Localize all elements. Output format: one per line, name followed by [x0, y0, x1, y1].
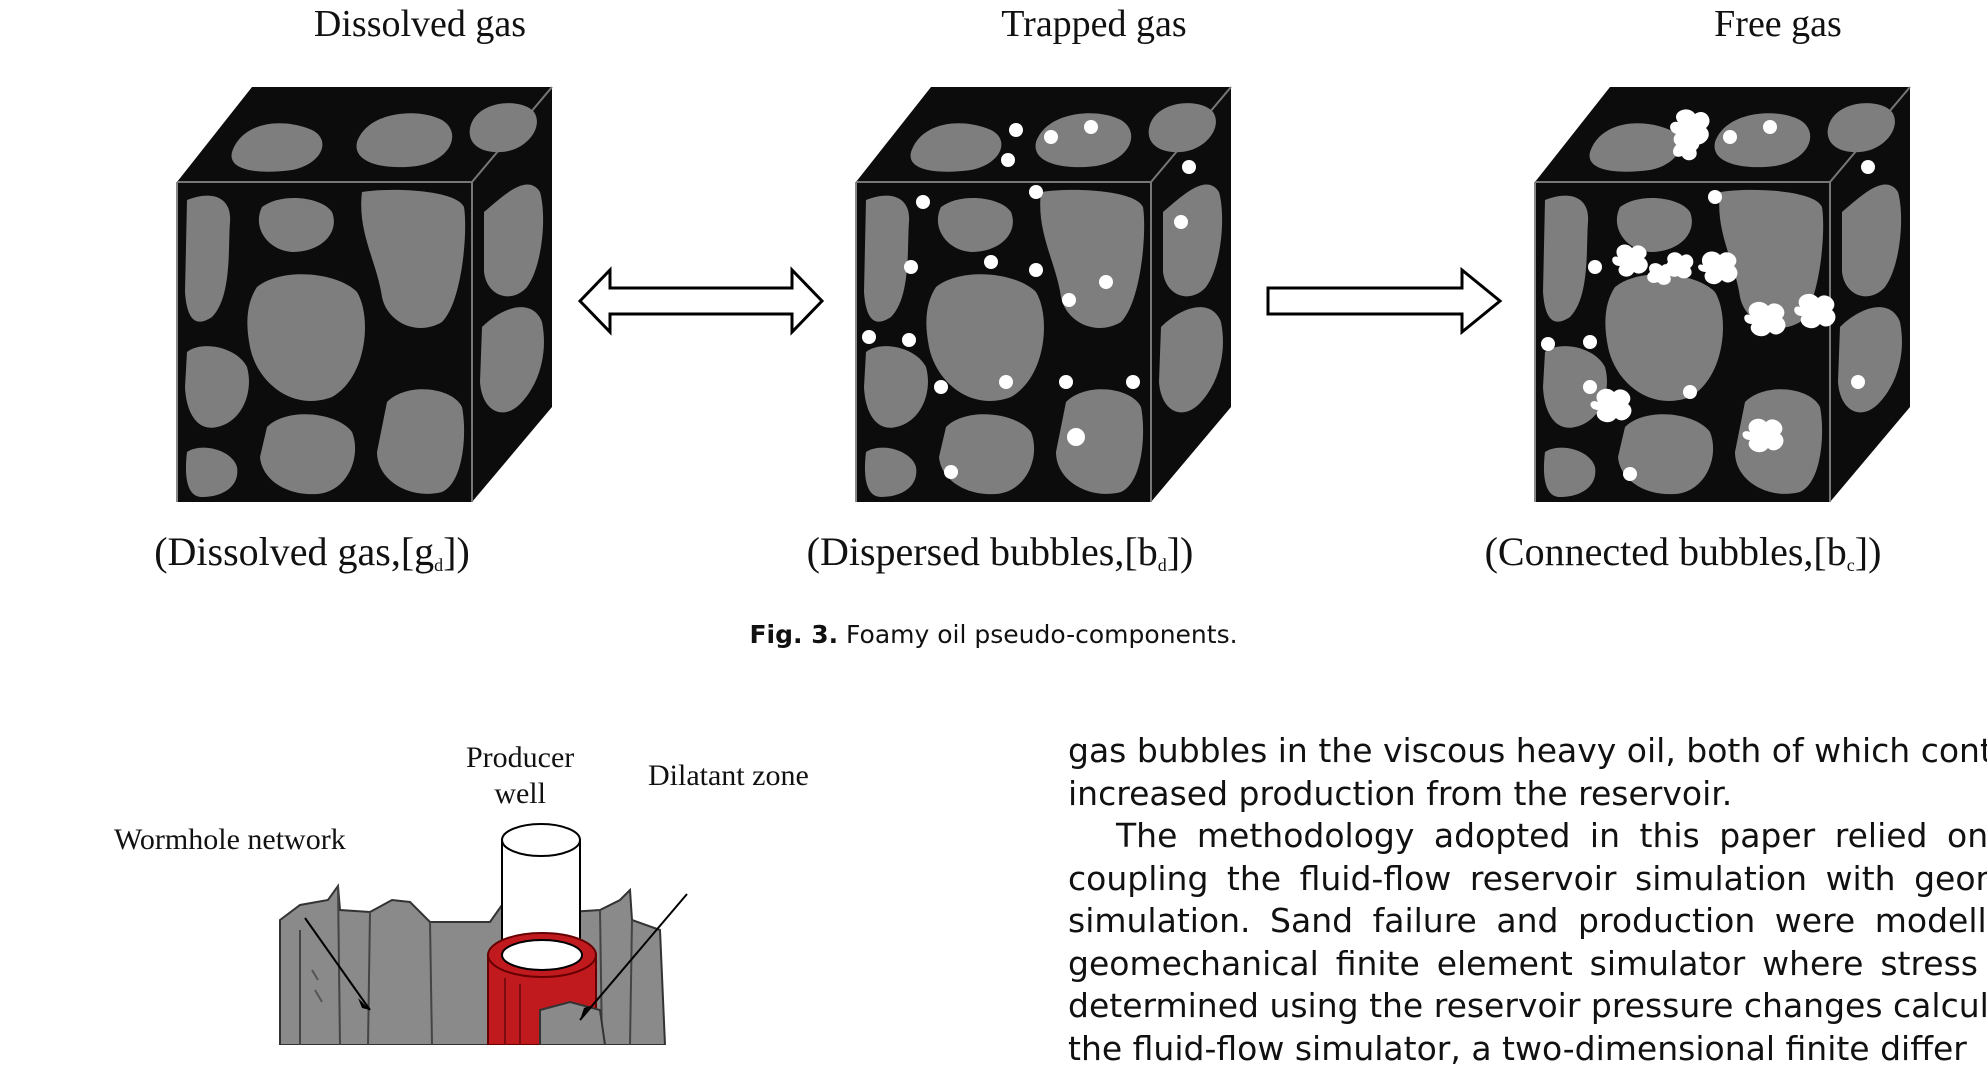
body-line: determined using the reservoir pressure … [1068, 985, 1987, 1028]
caption-text: Foamy oil pseudo-components. [838, 620, 1237, 649]
porous-cube-dissolved-gas [172, 82, 572, 502]
wormhole-network-label: Wormhole network [114, 822, 346, 858]
one-way-arrow [1264, 266, 1504, 336]
figure-caption: Fig. 3. Foamy oil pseudo-components. [0, 620, 1987, 649]
stage-label-dispersed: (Dispersed bubbles,[bd]) [807, 528, 1194, 576]
porous-cube-free-gas [1530, 82, 1930, 502]
caption-label: Fig. 3. [749, 620, 838, 649]
stage-title-free: Free gas [1714, 2, 1842, 46]
body-line: the fluid-flow simulator, a two-dimensio… [1068, 1028, 1987, 1070]
body-text: gas bubbles in the viscous heavy oil, bo… [1068, 730, 1987, 1070]
body-line: increased production from the reservoir. [1068, 773, 1987, 816]
porous-cube-trapped-gas [851, 82, 1251, 502]
stage-label-connected: (Connected bubbles,[bc]) [1485, 528, 1882, 576]
stage-title-dissolved: Dissolved gas [314, 2, 526, 46]
dilatant-zone-label: Dilatant zone [648, 758, 809, 794]
body-line: gas bubbles in the viscous heavy oil, bo… [1068, 730, 1987, 773]
reversible-arrow [576, 266, 826, 336]
stage-label-dissolved: (Dissolved gas,[gd]) [154, 528, 470, 576]
stage-title-trapped: Trapped gas [1001, 2, 1186, 46]
